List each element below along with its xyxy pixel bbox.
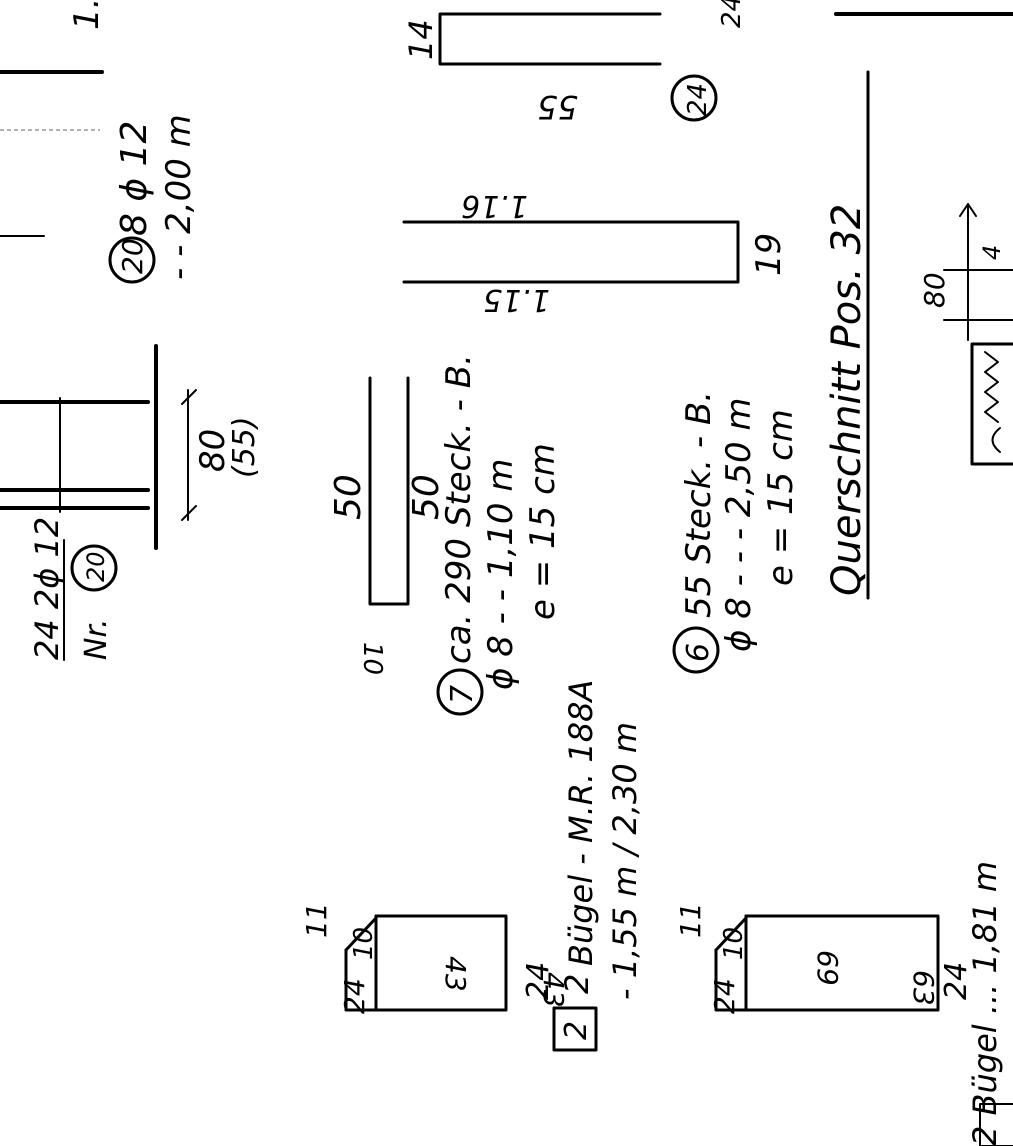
bar20-label-group: 20 8 ϕ 12 - - 2,00 m (108, 114, 199, 284)
bar7-section: 50 50 10 7 ca. 290 Steck. - B. ϕ 8 - - 1… (328, 354, 563, 716)
bar2-line1: Bügel - M.R. 188A (562, 680, 600, 966)
bottom-partial-text: 2 Bügel ... 1,81 m (966, 861, 1004, 1146)
bar20-number-circle (108, 236, 156, 284)
bar24-number: 24 (683, 83, 713, 116)
bar2-number-box (552, 1006, 598, 1052)
bar20-spec: 8 ϕ 12 (114, 121, 155, 236)
stirrup-upper-body (344, 914, 508, 1012)
bar7-spec: ca. 290 Steck. - B. (439, 354, 479, 664)
stirrup-lower-body (714, 914, 940, 1012)
stirrup-lower-d6: 24 (939, 962, 974, 1000)
cross-section-zigzag (984, 351, 999, 423)
bar6-dim-bot: 1.15 (483, 282, 550, 317)
stirrup-lower-d4: 69 (811, 950, 844, 986)
cross-section-title: Querschnitt Pos. 32 (824, 204, 870, 596)
bar24-shape (438, 12, 662, 66)
bar6-section: 1.16 1.15 19 6 55 Steck. - B. ϕ 8 - - - … (402, 188, 801, 674)
bar6-dim-top: 1.16 (461, 188, 528, 223)
bar7-number-circle (436, 668, 484, 716)
stirrup-ref: Nr. (79, 618, 114, 660)
span-tick-2 (181, 505, 197, 521)
bar20-number: 20 (116, 238, 149, 274)
bar6-spec: 55 Steck. - B. (679, 391, 719, 618)
stirrup-upper-d5: 43 (537, 972, 570, 1008)
cross-dim-arrow (959, 203, 977, 217)
bottom-partial-box (979, 1103, 1013, 1146)
stirrup-upper: 11 10 24 43 43 24 (300, 902, 570, 1014)
bar7-dim-a: 50 (328, 474, 369, 520)
bar7-dim-b: 50 (406, 474, 447, 520)
bar6-spacing: e = 15 cm (761, 409, 801, 586)
stirrup-lower-d5: 63 (907, 970, 940, 1006)
stirrup-upper-hook (344, 916, 378, 952)
bar7-shape (368, 376, 410, 606)
stirrup-elevation: 80 (55) (0, 344, 262, 550)
cross-section: Querschnitt Pos. 32 80 4 (824, 12, 1013, 600)
top-dimension-label: 1.35 (67, 0, 107, 30)
stirrup-upper-d2: 10 (349, 927, 379, 960)
stirrup-label: 24 2ϕ 12 (28, 517, 66, 660)
top-left-section: 1.35 20 8 ϕ 12 - - 2,00 m 80 (55) 2 (0, 0, 262, 661)
bar2-count: 2 (558, 974, 596, 994)
stirrup-lower-d3: 24 (708, 978, 741, 1014)
cross-dim-a: 80 (918, 272, 951, 308)
bar24-number-circle (670, 74, 718, 122)
stirrup-upper-d3: 24 (338, 978, 371, 1014)
span-alt-label: (55) (227, 416, 262, 478)
bar24-dim-bot: 55 (537, 88, 578, 126)
bar7-spacing: e = 15 cm (523, 443, 563, 620)
bar6-shape (402, 220, 740, 284)
bar6-dia-length: ϕ 8 - - - 2,50 m (719, 397, 759, 652)
cross-section-box (970, 342, 1013, 466)
bar7-number: 7 (445, 685, 480, 704)
bar24-dim-side: 14 (402, 19, 440, 60)
stirrup-upper-d1: 11 (300, 902, 333, 938)
bar7-dia-length: ϕ 8 - - 1,10 m (481, 459, 521, 690)
cross-section-hook (991, 427, 1001, 453)
stirrup-ref-circle (70, 544, 118, 592)
span-main-label: 80 (193, 429, 233, 472)
stirrup-upper-d6: 24 (521, 962, 556, 1000)
bar2-number: 2 (559, 1021, 594, 1040)
stirrup-lower: 11 10 24 69 63 24 (674, 902, 974, 1014)
span-tick-1 (181, 389, 197, 405)
stirrup-lower-d2: 10 (719, 927, 749, 960)
cross-dim-b: 4 (978, 245, 1006, 260)
bar6-number: 6 (681, 643, 716, 662)
stirrup-lower-hook (714, 916, 748, 952)
bar6-dim-end: 19 (749, 233, 789, 276)
bar6-number-circle (672, 626, 720, 674)
bar24-section: 14 55 24 24 (402, 0, 747, 126)
stirrup-lower-d1: 11 (674, 902, 707, 938)
bar7-dim-c: 10 (357, 642, 387, 675)
stirrup-label-group: 24 2ϕ 12 Nr. 20 (28, 517, 118, 661)
bar20-length: - - 2,00 m (159, 114, 199, 280)
stirrup-ref-number: 20 (82, 551, 110, 582)
bottom-partial: 2 Bügel ... 1,81 m (966, 861, 1013, 1146)
bar2-line2: - 1,55 m / 2,30 m (606, 722, 644, 1000)
stirrup-upper-d4: 43 (439, 956, 472, 992)
bar2-section: 2 2 Bügel - M.R. 188A - 1,55 m / 2,30 m (552, 680, 644, 1052)
bar24-number-partial: 24 (717, 0, 747, 28)
